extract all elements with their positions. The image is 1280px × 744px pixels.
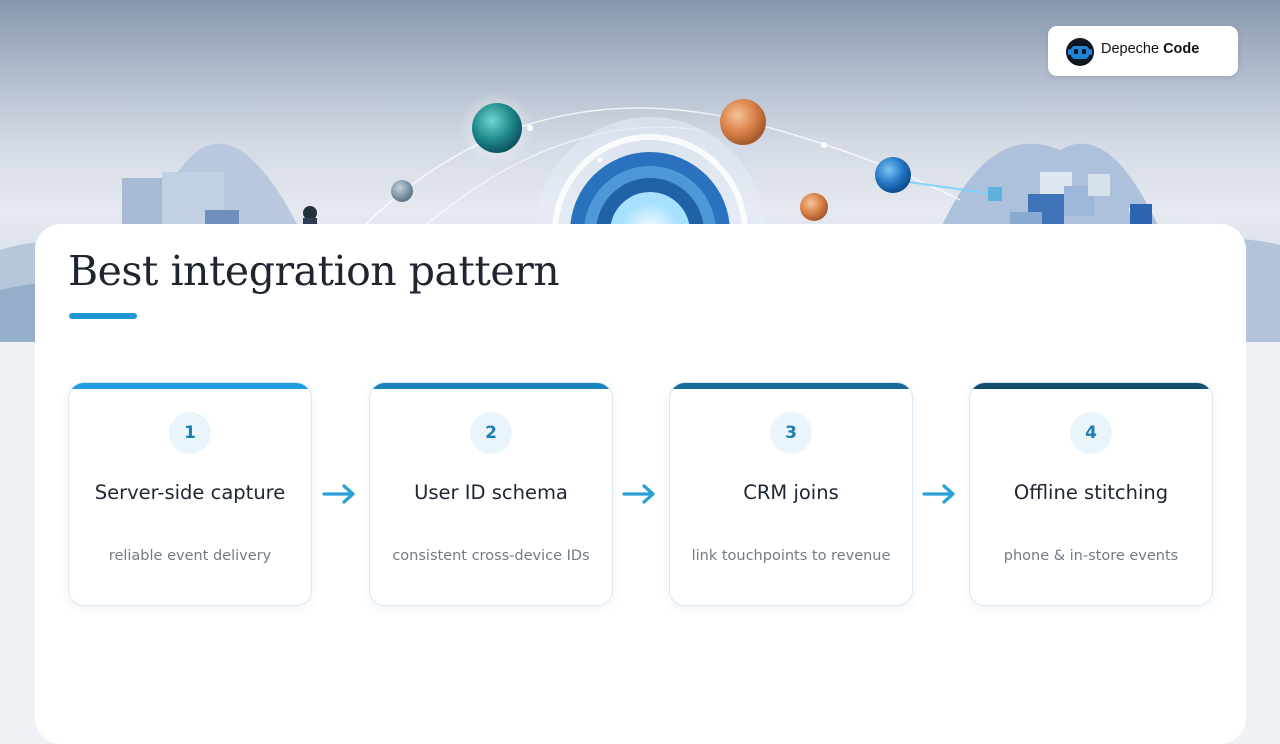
step-number-badge: 3: [770, 412, 812, 454]
step-card-4: 4 Offline stitching phone & in-store eve…: [969, 382, 1213, 606]
step-description: phone & in-store events: [1003, 548, 1179, 564]
title-accent-underline: [69, 313, 137, 319]
arrow-right-icon: [322, 484, 355, 504]
step-accent-bar: [670, 383, 912, 389]
step-accent-bar: [69, 383, 311, 389]
step-number-badge: 4: [1070, 412, 1112, 454]
step-title: User ID schema: [414, 481, 568, 504]
step-title: CRM joins: [743, 481, 839, 504]
arrow-right-icon: [622, 484, 655, 504]
slide-title: Best integration pattern: [68, 247, 560, 295]
brand-name-bold: Code: [1163, 41, 1200, 57]
step-accent-bar: [370, 383, 612, 389]
robot-head-icon: [1066, 38, 1094, 66]
step-title: Offline stitching: [1013, 481, 1169, 504]
step-title: Server-side capture: [94, 481, 286, 504]
brand-name: Depeche Code: [1101, 41, 1199, 57]
step-number-badge: 2: [470, 412, 512, 454]
step-description: reliable event delivery: [108, 548, 272, 564]
step-description: consistent cross-device IDs: [392, 548, 590, 564]
step-number-badge: 1: [169, 412, 211, 454]
content-card: Best integration pattern 1 Server-side c…: [35, 224, 1246, 744]
step-accent-bar: [970, 383, 1212, 389]
step-card-2: 2 User ID schema consistent cross-device…: [369, 382, 613, 606]
step-card-1: 1 Server-side capture reliable event del…: [68, 382, 312, 606]
step-card-3: 3 CRM joins link touchpoints to revenue: [669, 382, 913, 606]
brand-name-regular: Depeche: [1101, 41, 1164, 57]
step-description: link touchpoints to revenue: [691, 548, 891, 564]
brand-logo-badge[interactable]: Depeche Code: [1048, 26, 1238, 76]
arrow-right-icon: [922, 484, 955, 504]
